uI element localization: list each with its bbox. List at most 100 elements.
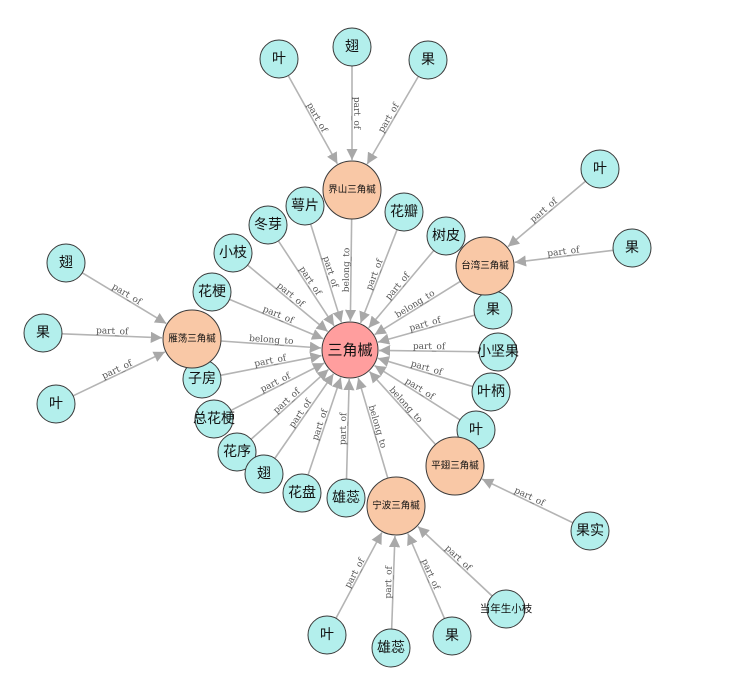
category-node-tw[interactable]: 台湾三角槭 [455,236,515,296]
part-node-js_y[interactable]: 叶 [259,39,299,79]
category-node-js-circle[interactable] [322,160,382,220]
part-node-js_y-circle[interactable] [259,39,299,79]
part-of-center-zh-edge [230,362,325,412]
part-node-tw_g-circle[interactable] [612,228,652,268]
part-node-nb_y[interactable]: 叶 [307,615,347,655]
node-layer: 萼片花瓣冬芽树皮小枝花梗果小坚果子房叶柄总花梗叶花序翅花盘雄蕊叶翅果叶果翅果叶果… [23,27,652,668]
part-node-yd_g[interactable]: 果 [23,313,63,353]
belong-to-tw-edge [374,280,461,336]
part-node-zf[interactable]: 子房 [182,359,222,399]
part-node-hp[interactable]: 花盘 [282,473,322,513]
part-node-xj[interactable]: 小坚果 [477,332,519,372]
category-node-pc[interactable]: 平翅三角槭 [425,436,485,496]
category-node-tw-circle[interactable] [455,236,515,296]
part-node-xz[interactable]: 小枝 [213,233,253,273]
part-of-js-js_y-edge [287,75,339,165]
part-node-yb-circle[interactable] [471,372,511,412]
part-node-pc_s[interactable]: 果实 [570,511,610,551]
part-of-center-g1-edge-label: part_of [408,315,442,334]
part-node-xr[interactable]: 雄蕊 [326,478,366,518]
part-node-nb_d[interactable]: 当年生小枝 [480,589,533,629]
part-node-yd_c-label: 翅 [59,255,73,271]
part-node-xr-circle[interactable] [326,478,366,518]
belong-to-js-edge-label: belong_to [342,248,353,293]
part-node-yd_c[interactable]: 翅 [46,243,86,283]
part-of-center-s1-edge-label: part_of [384,271,413,303]
part-node-zh[interactable]: 总花梗 [193,399,235,439]
part-node-e1-circle[interactable] [285,186,325,226]
part-of-center-xz-edge [247,264,329,333]
part-node-js_g-circle[interactable] [408,40,448,80]
part-node-js_c-circle[interactable] [332,27,372,67]
part-node-hg-circle[interactable] [192,272,232,312]
belong-to-pc-edge [368,370,437,446]
part-of-center-zf-edge-label: part_of [254,353,288,369]
category-node-nb[interactable]: 宁波三角槭 [366,476,426,536]
category-node-yd[interactable]: 雁荡三角槭 [162,309,222,369]
part-node-h1-circle[interactable] [384,192,424,232]
category-node-js[interactable]: 界山三角槭 [322,160,382,220]
part-node-e1-label: 萼片 [291,198,319,214]
part-node-yb[interactable]: 叶柄 [471,372,511,412]
part-of-yd-yd_y-edge-label: part_of [101,359,135,382]
part-node-pc_s-circle[interactable] [570,511,610,551]
part-node-hx[interactable]: 花序 [217,432,257,472]
part-node-nb_g[interactable]: 果 [432,616,472,656]
part-node-yd_g-label: 果 [36,325,50,341]
part-of-js-js_g-edge [366,75,420,165]
part-node-xz-circle[interactable] [213,233,253,273]
part-of-tw-tw_g-edge [514,249,614,267]
part-node-yd_y[interactable]: 叶 [36,384,76,424]
part-node-c1-label: 翅 [257,466,271,482]
part-node-yd_c-circle[interactable] [46,243,86,283]
part-node-zh-circle[interactable] [194,399,234,439]
part-node-js_c-label: 翅 [345,39,359,55]
part-node-yd_y-circle[interactable] [36,384,76,424]
part-node-nb_d-circle[interactable] [486,589,526,629]
part-node-s1-circle[interactable] [426,216,466,256]
part-node-e1[interactable]: 萼片 [285,186,325,226]
part-of-center-xr-edge-label: part_of [338,412,349,445]
part-node-nb_x[interactable]: 雄蕊 [371,628,411,668]
center-node[interactable]: 三角槭 [321,321,379,379]
part-node-js_g[interactable]: 果 [408,40,448,80]
part-of-center-hx-edge [250,368,330,440]
part-of-center-h1-edge [359,229,398,324]
part-of-center-zf-edge [220,352,322,377]
part-node-xj-circle[interactable] [478,332,518,372]
part-node-yd_g-circle[interactable] [23,313,63,353]
part-node-nb_y-circle[interactable] [307,615,347,655]
part-node-hp-circle[interactable] [282,473,322,513]
part-of-center-yb-edge [377,356,474,388]
category-node-yd-circle[interactable] [162,309,222,369]
category-node-nb-label: 宁波三角槭 [372,500,420,512]
part-node-d1[interactable]: 冬芽 [248,205,288,245]
category-node-yd-label: 雁荡三角槭 [168,333,216,345]
part-node-js_c[interactable]: 翅 [332,27,372,67]
category-node-nb-circle[interactable] [366,476,426,536]
part-node-s1[interactable]: 树皮 [426,216,466,256]
part-of-center-hp-edge [307,377,343,476]
part-node-c1[interactable]: 翅 [244,454,284,494]
center-node-circle[interactable] [321,321,379,379]
part-node-nb_x-circle[interactable] [371,628,411,668]
part-of-yd-yd_y-edge [72,351,166,397]
part-node-g1[interactable]: 果 [473,290,513,330]
part-node-tw_y[interactable]: 叶 [580,149,620,189]
part-node-c1-circle[interactable] [244,454,284,494]
part-node-tw_g[interactable]: 果 [612,228,652,268]
part-node-hx-circle[interactable] [217,432,257,472]
category-node-pc-circle[interactable] [425,436,485,496]
part-node-nb_g-circle[interactable] [432,616,472,656]
part-of-center-e1-edge [309,223,344,323]
part-node-hx-label: 花序 [223,444,251,460]
part-node-nb_d-label: 当年生小枝 [480,602,533,615]
part-node-js_g-label: 果 [421,52,435,68]
part-node-h1[interactable]: 花瓣 [384,192,424,232]
part-of-center-xr-edge [343,378,355,480]
part-node-tw_y-circle[interactable] [580,149,620,189]
part-node-hg[interactable]: 花梗 [192,272,232,312]
part-of-nb-nb_y-edge-label: part_of [343,556,367,590]
part-node-d1-circle[interactable] [248,205,288,245]
